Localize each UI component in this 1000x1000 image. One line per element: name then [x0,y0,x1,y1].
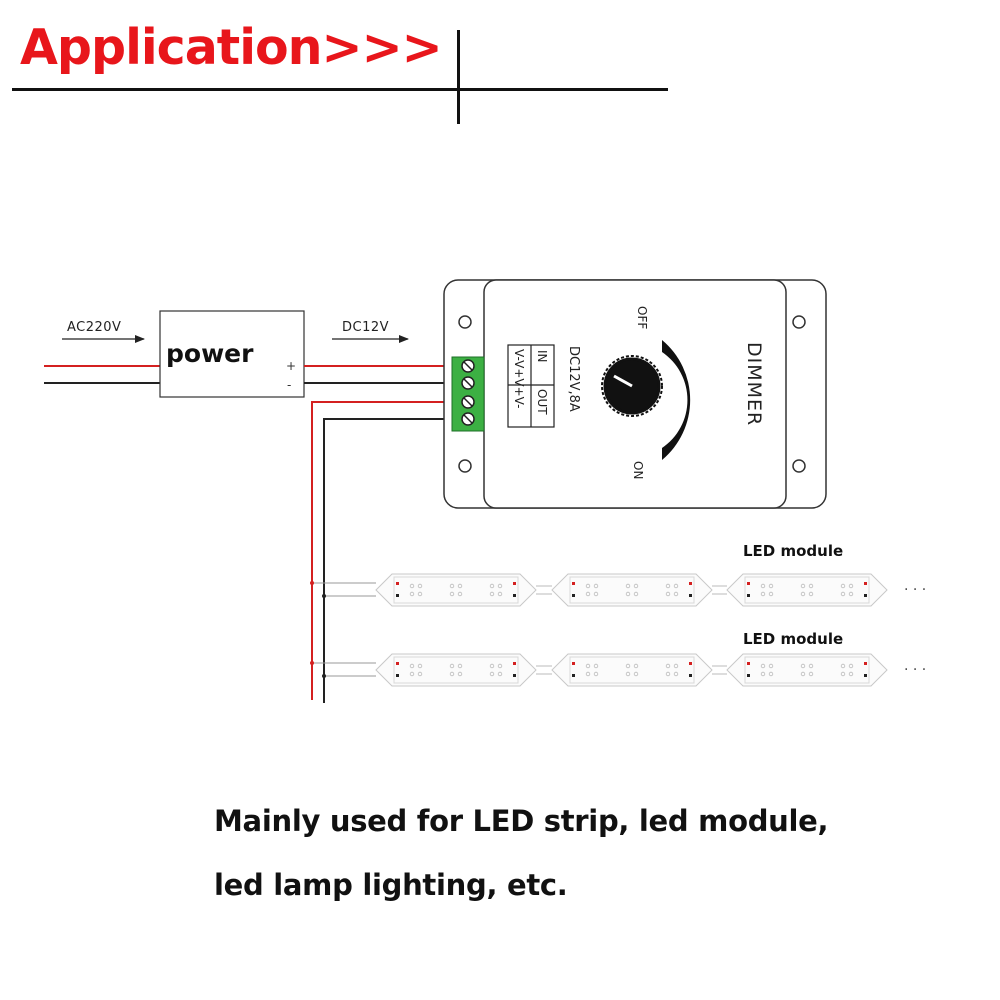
led-module [375,573,537,607]
dimmer-arc-indicator [662,340,691,460]
caption-line-2: led lamp lighting, etc. [214,868,568,902]
led-row: LED module · · · [310,630,926,687]
mount-hole-bottom-right [792,459,806,473]
led-module [726,653,888,687]
input-voltage-label: AC220V [67,320,121,335]
led-module [551,573,713,607]
dimmer-knob-pointer [613,374,633,388]
power-minus-symbol: - [287,378,291,392]
wire-junction [322,594,326,598]
terminal-out-label: OUT [535,389,549,415]
header-rule [12,88,668,91]
led-rows: LED module · · · LED module · · · [310,542,926,687]
caption-line-1: Mainly used for LED strip, led module, [214,804,829,838]
led-module-label: LED module [743,542,843,560]
header-tick [457,30,460,124]
mount-hole-bottom-left [458,459,472,473]
led-row-continuation: · · · [904,582,926,598]
dimmer-knob-grip [601,355,663,417]
terminal-in-label: IN [535,350,549,363]
dimmer-rating-label: DC12V,8A [566,346,581,412]
terminal-pins-label: V-V+V+V- [512,349,526,409]
led-module [726,573,888,607]
header-title: Application>>> [20,19,443,76]
dimmer-off-label: OFF [635,306,649,329]
dimmer-on-label: ON [631,461,645,479]
terminal-label-table: IN OUT V-V+V+V- [507,344,555,428]
wire-junction [310,581,314,585]
output-voltage-label: DC12V [342,320,389,335]
power-supply-box [159,310,305,398]
terminal-screws [461,359,475,426]
wire-junction [310,661,314,665]
led-positive-trunk [311,401,452,700]
wire-junction [322,674,326,678]
led-module-label: LED module [743,630,843,648]
power-supply-label: power [166,339,254,368]
led-row-continuation: · · · [904,662,926,678]
dimmer-brand-label: DIMMER [743,342,765,426]
led-module [375,653,537,687]
led-module [551,653,713,687]
led-row: LED module · · · [310,542,926,607]
power-plus-symbol: + [286,359,296,373]
mount-hole-top-left [458,315,472,329]
mount-hole-top-right [792,315,806,329]
led-negative-trunk [323,418,452,703]
